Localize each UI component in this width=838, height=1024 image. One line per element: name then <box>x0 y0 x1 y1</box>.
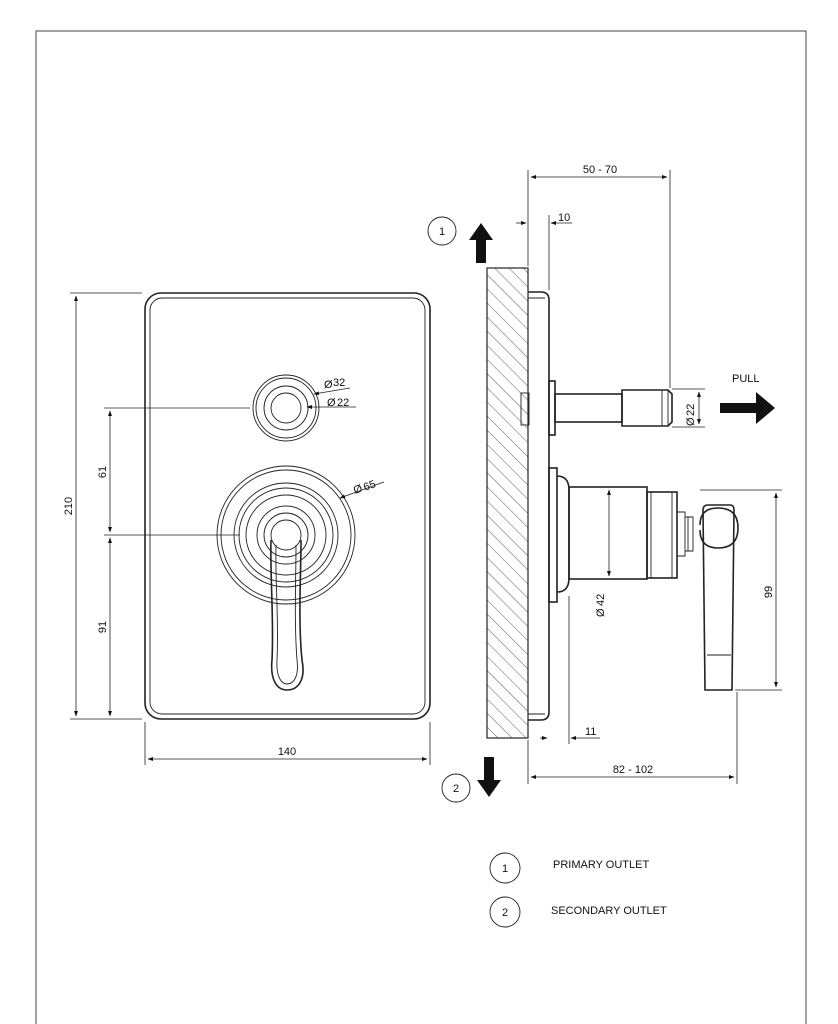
pull-arrow-icon <box>720 392 775 424</box>
legend-1-number: 1 <box>502 863 508 875</box>
mixer-body <box>548 467 694 603</box>
dia-symbol-22: Ø <box>327 397 336 409</box>
dim-text-61: 61 <box>97 466 109 478</box>
legend: 1 PRIMARY OUTLET 2 SECONDARY OUTLET <box>489 852 667 928</box>
dim-text-82-102: 82 - 102 <box>613 764 653 776</box>
cover-plate <box>144 292 431 720</box>
pull-label: PULL <box>732 373 760 385</box>
lever-knob <box>699 507 739 549</box>
legend-1-circle <box>489 852 521 884</box>
plate-profile <box>528 291 550 721</box>
legend-2-circle <box>489 896 521 928</box>
dim-text-10: 10 <box>558 212 570 224</box>
cover-plate-inner-edge <box>149 297 426 715</box>
diverter-knob <box>252 374 320 442</box>
dia-symbol-42: Ø <box>595 608 607 617</box>
wall-section <box>486 267 529 739</box>
outlet-2-callout-number: 2 <box>453 783 459 795</box>
dim-text-210: 210 <box>63 497 75 515</box>
lever-handle-inner <box>275 544 298 685</box>
legend-1-label: PRIMARY OUTLET <box>553 859 649 871</box>
dia-text-32: 32 <box>333 377 345 389</box>
dim-text-50-70: 50 - 70 <box>583 164 617 176</box>
legend-2-label: SECONDARY OUTLET <box>551 905 667 917</box>
dim-text-140: 140 <box>278 746 296 758</box>
outlet-1-callout <box>427 216 457 246</box>
dia-symbol-32: Ø <box>324 379 333 391</box>
dia-text-22: 22 <box>337 397 349 409</box>
outlet-1-callout-number: 1 <box>439 226 445 238</box>
sheet-frame <box>35 30 807 1024</box>
side-view: 50 - 70 10 Ø 22 Ø 42 99 11 82 - 102 PULL <box>427 164 782 803</box>
legend-2-number: 2 <box>502 907 508 919</box>
down-arrow-icon <box>477 757 501 797</box>
lever-handle <box>270 539 304 691</box>
dim-text-99: 99 <box>763 586 775 598</box>
dia-text-65: 65 <box>362 478 378 493</box>
lever-side-profile <box>702 504 735 691</box>
outlet-2-callout <box>441 773 471 803</box>
up-arrow-icon <box>469 223 493 263</box>
dim-text-91: 91 <box>97 621 109 633</box>
dia-text-pull: 22 <box>685 404 697 416</box>
front-view: 210 61 91 140 Ø 32 Ø 22 Ø 65 <box>63 292 431 765</box>
dim-text-11: 11 <box>585 726 596 738</box>
dia-text-42: 42 <box>595 594 607 606</box>
dia-symbol-pull: Ø <box>685 417 697 426</box>
diverter-stem <box>520 380 673 436</box>
